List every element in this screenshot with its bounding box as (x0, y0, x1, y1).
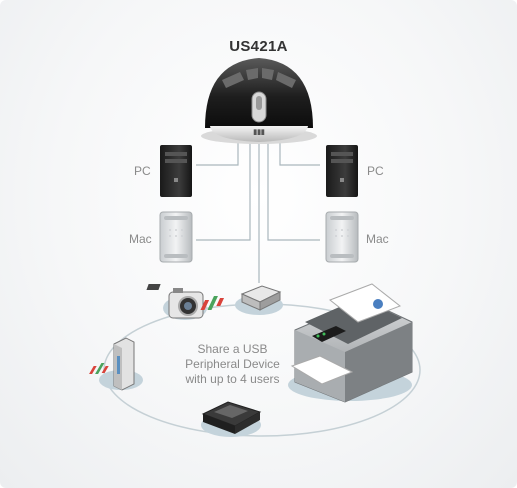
label-mac-left: Mac (129, 232, 152, 246)
description-line-3: with up to 4 users (185, 372, 280, 386)
camera-icon (163, 288, 207, 320)
description-line-1: Share a USB (197, 342, 268, 356)
label-pc-right: PC (367, 164, 384, 178)
card-reader-icon (146, 284, 283, 315)
usb-switch: ▮▮▮ (201, 58, 317, 144)
hard-drive-icon (99, 337, 143, 391)
mac-tower-left (159, 211, 193, 263)
svg-text:▮▮▮: ▮▮▮ (253, 129, 265, 136)
printer-icon (89, 283, 413, 403)
description-line-2: Peripheral Device (185, 357, 280, 371)
device-title: US421A (229, 38, 288, 55)
pc-tower-left (160, 145, 192, 197)
line-left-pc (196, 140, 239, 166)
label-pc-left: PC (134, 164, 151, 178)
line-right-pc (279, 140, 320, 166)
connection-lines (196, 140, 320, 283)
external-drive-icon (201, 401, 262, 437)
label-mac-right: Mac (366, 232, 389, 246)
line-left-mac (196, 140, 251, 241)
line-right-mac (267, 140, 320, 241)
description-text: Share a USB Peripheral Device with up to… (165, 342, 300, 387)
pc-tower-right (326, 145, 358, 197)
mac-tower-right (325, 211, 359, 263)
